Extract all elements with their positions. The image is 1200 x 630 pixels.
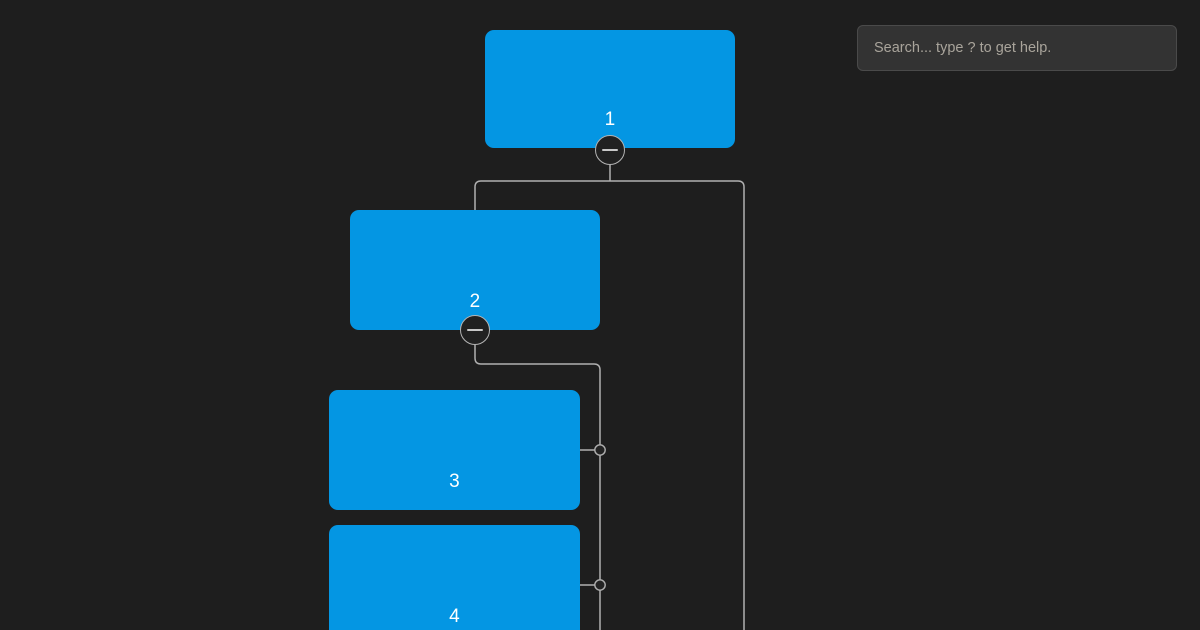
graph-node-1[interactable]: 1 (485, 30, 735, 148)
collapse-button-node-2[interactable] (460, 315, 490, 345)
connector-dot-edge-2-4 (594, 579, 606, 591)
minus-icon (467, 329, 483, 331)
edge-1-to-offscreen-right (610, 180, 745, 630)
search-input[interactable] (872, 39, 1162, 57)
graph-node-3[interactable]: 3 (329, 390, 580, 510)
minus-icon (602, 149, 618, 151)
graph-node-2-label: 2 (469, 291, 481, 312)
graph-node-4-label: 4 (449, 606, 460, 627)
search-box[interactable] (857, 25, 1177, 71)
graph-node-1-label: 1 (604, 109, 616, 130)
graph-node-3-label: 3 (449, 471, 460, 492)
connector-dot-edge-2-3 (594, 444, 606, 456)
graph-node-2[interactable]: 2 (350, 210, 600, 330)
collapse-button-node-1[interactable] (595, 135, 625, 165)
graph-node-4[interactable]: 4 (329, 525, 580, 630)
edge-1-to-2 (474, 180, 610, 210)
